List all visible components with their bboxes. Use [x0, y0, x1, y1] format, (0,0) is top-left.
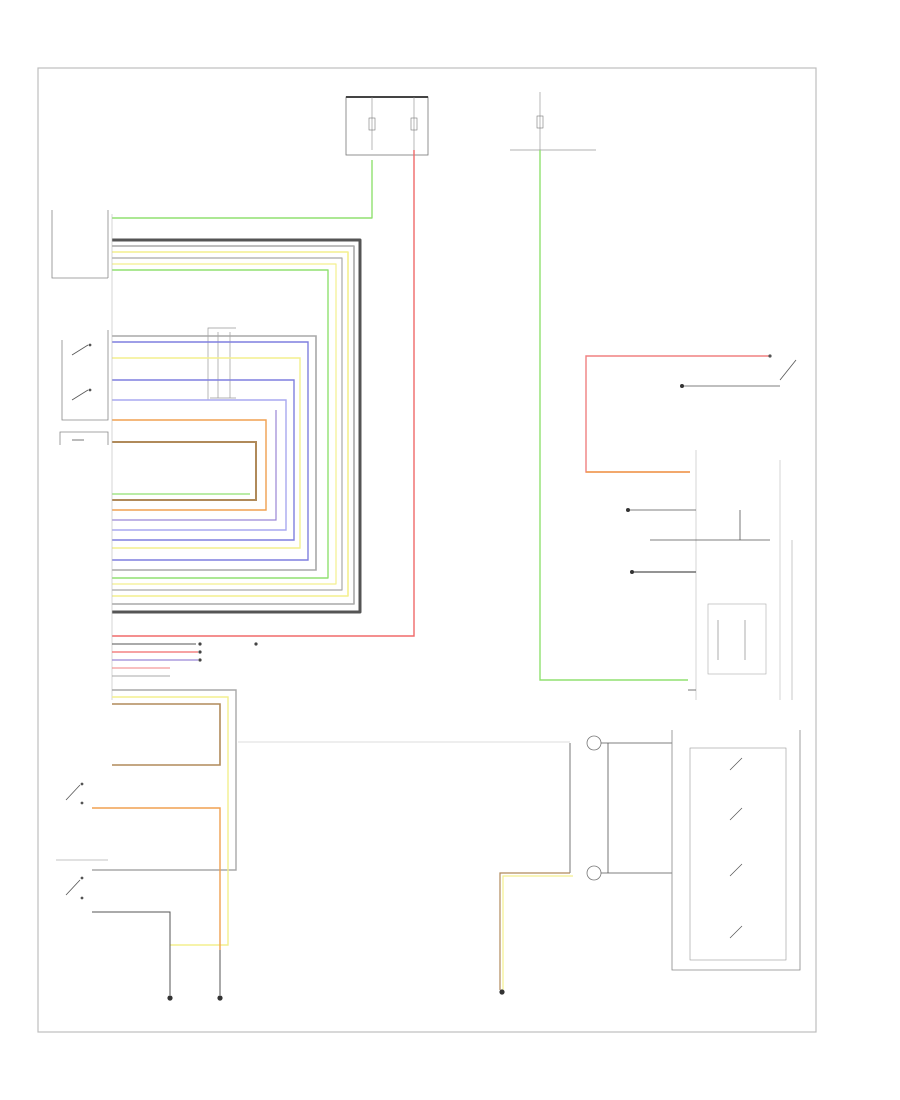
headlamp-switch: [585, 354, 797, 473]
ground-center: [499, 872, 573, 995]
passenger-switch-group: [65, 782, 84, 805]
diagram-frame: [37, 67, 817, 1033]
wire-bundle-middle: [112, 335, 317, 571]
instrument-cluster: [626, 450, 781, 700]
fuse-box-top-right: [510, 92, 596, 151]
wire-bundle-top: [112, 160, 373, 614]
wire-red-main: [112, 150, 415, 637]
motor-unit: [569, 735, 672, 881]
front-left-module: [61, 330, 109, 421]
ground-left-a: [167, 945, 173, 1001]
neutral-switch-group: [56, 859, 108, 900]
ground-left-b: [217, 950, 223, 1001]
relay-box: [671, 730, 801, 971]
connector-frame-top-left: [51, 210, 109, 279]
wire-bundle-lower: [92, 642, 258, 950]
green-wire-right: [539, 150, 688, 681]
front-cluster-switch: [59, 431, 109, 445]
clutch-switch-group: [92, 911, 171, 990]
inline-connector-box: [207, 327, 236, 400]
fuse-box-top-left: [345, 96, 429, 156]
